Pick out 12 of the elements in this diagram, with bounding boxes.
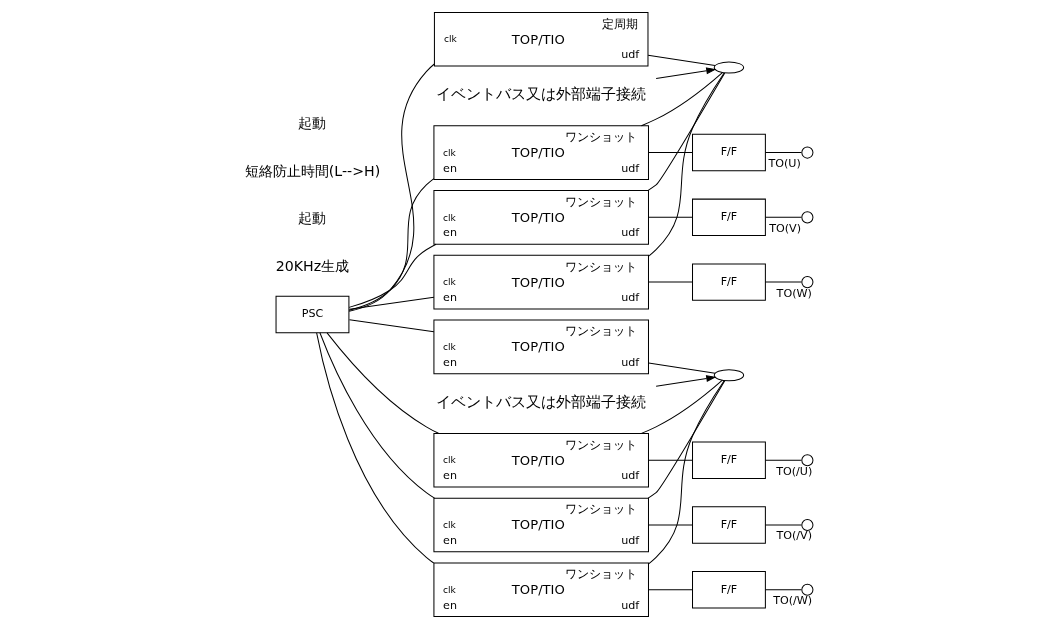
- node-text: イベントバス又は外部端子接続: [435, 85, 646, 104]
- node-label: TO(U): [767, 157, 801, 171]
- node-label: TO(/V): [775, 529, 812, 543]
- label: 20KHz生成: [275, 257, 349, 274]
- node-text: イベントバス又は外部端子接続: [435, 393, 646, 412]
- node-label: TO(/W): [772, 594, 812, 608]
- node-label: TO(/U): [775, 464, 812, 478]
- label: 起動: [297, 114, 326, 131]
- node-label: TO(W): [776, 286, 812, 300]
- label: 短絡防止時間(L-->H): [244, 162, 380, 179]
- node-label: TO(V): [768, 221, 801, 235]
- label: 起動: [297, 210, 326, 227]
